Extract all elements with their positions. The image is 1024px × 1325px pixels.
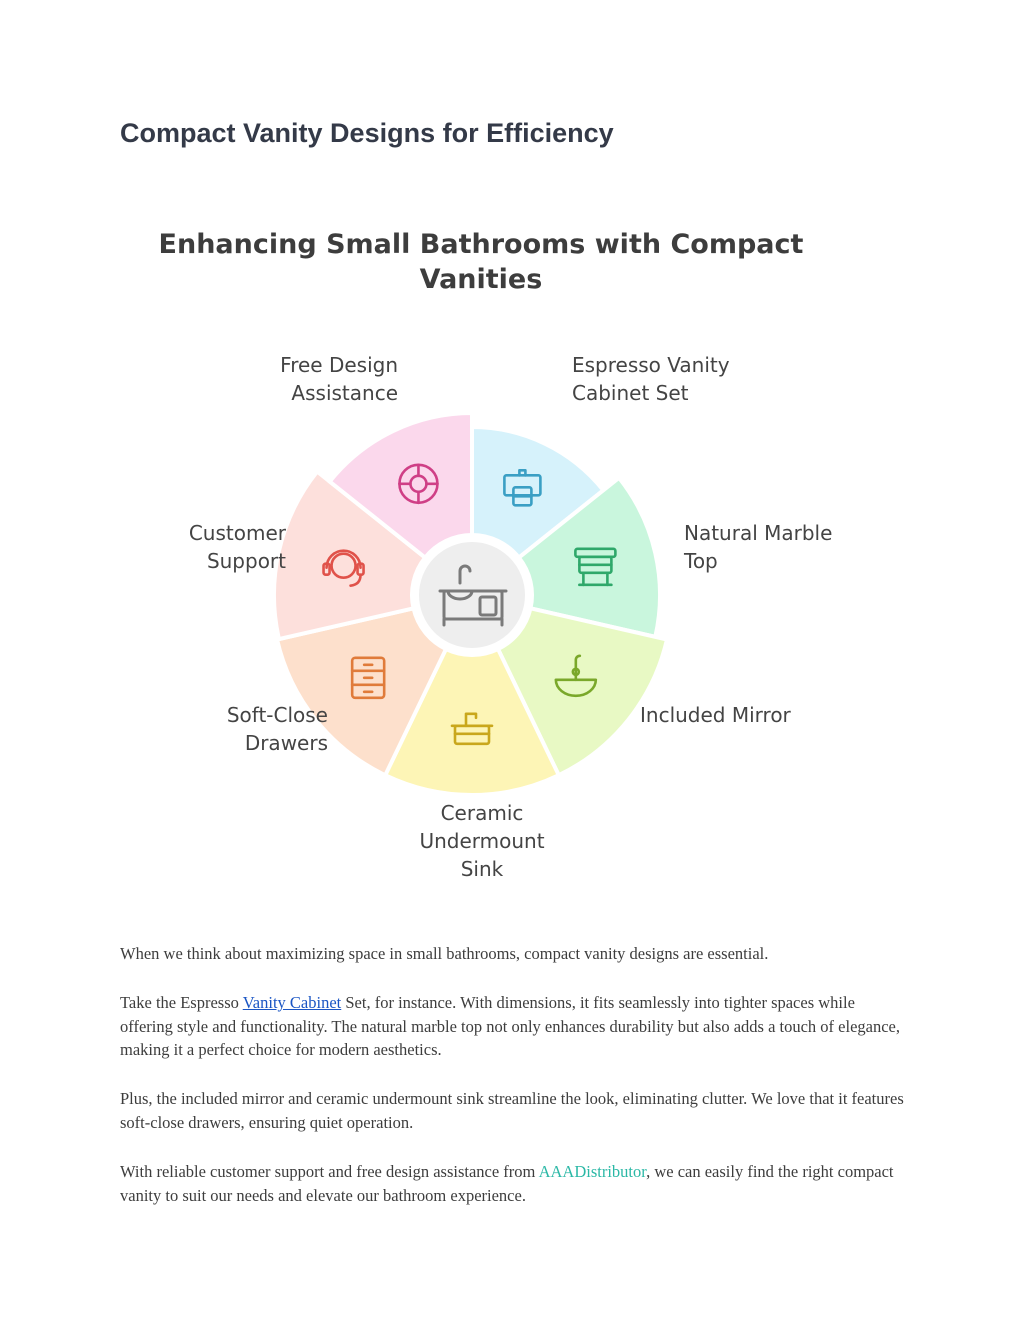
infographic-title-line-1: Enhancing Small Bathrooms with Compact: [159, 229, 804, 260]
segment-label-7-line-2: Assistance: [291, 381, 398, 405]
segment-label-3-line-1: Included Mirror: [640, 703, 792, 727]
segment-label-5-line-2: Drawers: [245, 731, 328, 755]
segment-5: [274, 605, 449, 778]
paragraph-4-start: With reliable customer support and free …: [120, 1162, 539, 1181]
sink-faucet-icon: [450, 712, 494, 746]
segment-label-4-line-3: Sink: [461, 857, 504, 881]
segment-label-6-line-1: Customer: [189, 521, 287, 545]
center-hub: [413, 536, 531, 654]
segment-1: [470, 424, 607, 561]
paragraph-2-end: Set, for instance. With dimensions, it f…: [120, 993, 901, 1059]
segment-label-4-line-1: Ceramic: [441, 801, 524, 825]
marble-counter-icon: [574, 547, 617, 587]
segments: [272, 410, 670, 797]
segment-label-1-line-1: Espresso Vanity: [572, 353, 730, 377]
paragraph-2-start: Take the Espresso: [120, 993, 243, 1012]
paragraph-1: When we think about maximizing space in …: [120, 944, 769, 963]
infographic: Enhancing Small Bathrooms with Compact V…: [0, 190, 1024, 910]
bathroom-vanity-icon: [438, 564, 508, 627]
lifebuoy-icon: [398, 463, 439, 505]
segment-7: [326, 410, 474, 561]
segment-label-2-line-1: Natural Marble: [684, 521, 832, 545]
segment-label-7-line-1: Free Design: [280, 353, 398, 377]
basin-icon: [554, 654, 598, 698]
paragraph-4: With reliable customer support and free …: [120, 1160, 910, 1207]
vanity-cabinet-icon: [503, 469, 542, 507]
vanity-cabinet-link[interactable]: Vanity Cabinet: [242, 993, 342, 1012]
infographic-title-line-2: Vanities: [420, 264, 543, 295]
segment-label-6-line-2: Support: [207, 549, 286, 573]
segment-label-1-line-2: Cabinet Set: [572, 381, 689, 405]
infographic-diagram: Enhancing Small Bathrooms with Compact V…: [159, 229, 833, 881]
paragraph-2: Take the Espresso Vanity Cabinet Set, fo…: [120, 991, 910, 1062]
segment-label-4-line-2: Undermount: [419, 829, 544, 853]
aaadistributor-link[interactable]: AAADistributor: [538, 1162, 647, 1181]
paragraph-3: Plus, the included mirror and ceramic un…: [120, 1089, 904, 1132]
page-title: Compact Vanity Designs for Efficiency: [120, 118, 614, 148]
headset-icon: [322, 549, 365, 587]
drawers-icon: [350, 656, 386, 700]
paragraph-4-end: , we can easily find the right compact v…: [120, 1162, 894, 1205]
segment-label-2-line-2: Top: [683, 549, 718, 573]
segment-label-5-line-1: Soft-Close: [227, 703, 328, 727]
